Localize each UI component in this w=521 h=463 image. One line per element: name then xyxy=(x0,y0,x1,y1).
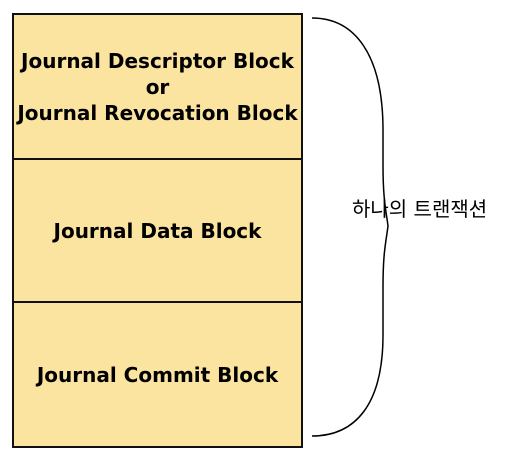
descriptor-or-revocation-block: Journal Descriptor Block or Journal Revo… xyxy=(14,15,301,160)
curly-brace xyxy=(311,17,389,437)
brace-path xyxy=(311,17,389,437)
commit-block: Journal Commit Block xyxy=(14,303,301,446)
block-label-line: Journal Revocation Block xyxy=(17,100,298,125)
block-label-line: Journal Commit Block xyxy=(36,362,279,387)
block-label-line: Journal Data Block xyxy=(53,218,262,243)
data-block: Journal Data Block xyxy=(14,160,301,303)
brace-label: 하나의 트랜잭션 xyxy=(352,197,488,221)
block-label-line: Journal Descriptor Block xyxy=(21,48,294,73)
journal-transaction-stack: Journal Descriptor Block or Journal Revo… xyxy=(12,13,303,448)
block-label-line: or xyxy=(145,74,170,99)
